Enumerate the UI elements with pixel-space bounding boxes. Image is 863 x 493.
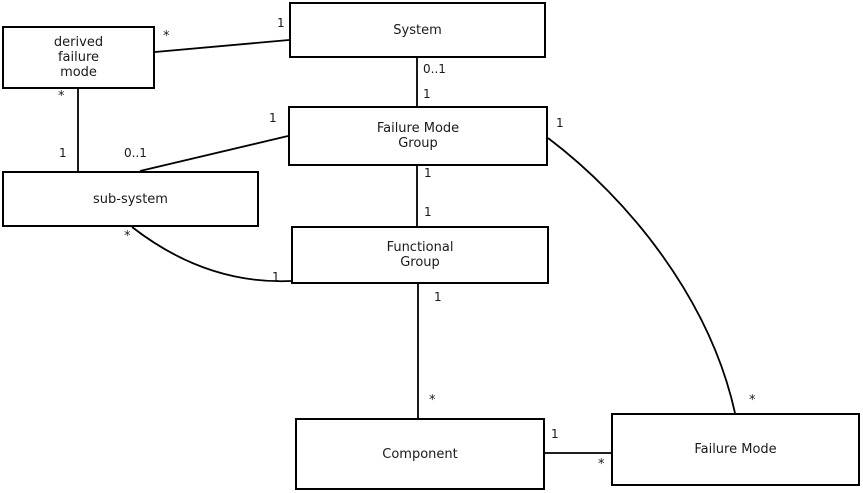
class-box-label: derived failure mode: [53, 35, 104, 80]
class-box-label: Failure Mode: [694, 442, 777, 457]
multiplicity-label-mult-dfm-to-system: *: [163, 29, 170, 44]
multiplicity-label-mult-dfm-down: *: [58, 89, 65, 104]
class-box-failure-mode[interactable]: Failure Mode: [611, 413, 860, 486]
multiplicity-label-mult-subsystem-to-fmg: 0..1: [124, 146, 147, 160]
class-box-failure-mode-group[interactable]: Failure Mode Group: [288, 106, 548, 166]
association-edge-derived-failure-mode--system: [154, 39, 290, 53]
multiplicity-label-mult-fmg-down: 1: [424, 166, 432, 180]
association-edge-sub-system--failure-mode-group: [139, 135, 289, 172]
association-edge-sub-system--functional-group: [131, 226, 292, 283]
multiplicity-label-mult-subsystem-down: *: [124, 229, 131, 244]
class-box-sub-system[interactable]: sub-system: [2, 171, 259, 227]
class-box-component[interactable]: Component: [295, 418, 545, 490]
association-edge-failure-mode-group--failure-mode: [547, 137, 736, 414]
class-box-label: System: [393, 22, 442, 38]
multiplicity-label-mult-fmg-to-subsystem: 1: [269, 111, 277, 125]
multiplicity-label-mult-fmg-to-fm: 1: [556, 116, 564, 130]
multiplicity-label-mult-system-to-fmg: 0..1: [423, 62, 446, 76]
multiplicity-label-mult-component-to-fg: *: [429, 393, 436, 408]
class-box-functional-group[interactable]: Functional Group: [291, 226, 549, 284]
multiplicity-label-mult-fm-to-component: *: [598, 457, 605, 472]
multiplicity-label-mult-fmg-to-system: 1: [423, 87, 431, 101]
class-box-system[interactable]: System: [289, 2, 546, 58]
multiplicity-label-mult-fg-to-subsystem: 1: [272, 270, 280, 284]
class-box-label: sub-system: [93, 191, 168, 207]
class-box-label: Component: [382, 446, 458, 462]
multiplicity-label-mult-fm-to-fmg: *: [749, 393, 756, 408]
multiplicity-label-mult-fg-to-component: 1: [434, 290, 442, 304]
class-box-derived-failure-mode[interactable]: derived failure mode: [2, 26, 155, 89]
class-box-label: Functional Group: [386, 240, 454, 270]
class-box-label: Failure Mode Group: [376, 121, 460, 151]
multiplicity-label-mult-fg-up: 1: [424, 205, 432, 219]
multiplicity-label-mult-system-to-dfm: 1: [277, 16, 285, 30]
multiplicity-label-mult-subsystem-up: 1: [59, 146, 67, 160]
multiplicity-label-mult-component-to-fm: 1: [551, 427, 559, 441]
